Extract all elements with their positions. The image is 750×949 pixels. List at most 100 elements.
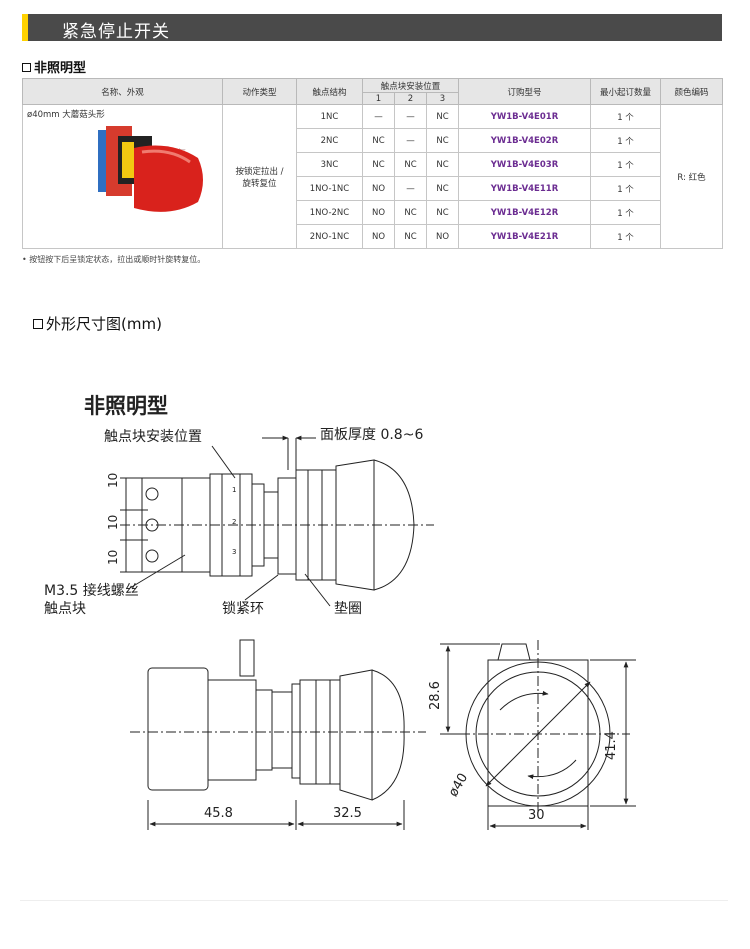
cell-qty: 1 个 <box>590 152 661 177</box>
cell-p1: NO <box>362 200 395 225</box>
dim-10-top: 10 <box>106 472 120 488</box>
cell-p1: NC <box>362 128 395 153</box>
action-cell: 按锁定拉出 / 旋转复位 <box>222 104 297 249</box>
header-accent <box>22 14 28 41</box>
stem <box>263 491 279 559</box>
table-row: 1NO-1NC NO — NC YW1B-V4E11R 1 个 <box>23 176 723 201</box>
cell-contact: 2NC <box>296 128 363 153</box>
cell-model: YW1B-V4E03R <box>458 152 591 177</box>
adapter-2 <box>255 689 273 771</box>
mushroom-dome-2 <box>371 669 405 801</box>
cell-model: YW1B-V4E21R <box>458 224 591 249</box>
cell-contact: 3NC <box>296 152 363 177</box>
rotation-arrow-1 <box>499 690 549 711</box>
slot-number-1: 1 <box>232 486 237 494</box>
cell-p3: NC <box>426 128 459 153</box>
slot-number-2: 2 <box>232 518 237 526</box>
cell-p3: NC <box>426 104 459 129</box>
cell-qty: 1 个 <box>590 104 661 129</box>
screw-1 <box>145 487 159 501</box>
label-screw: M3.5 接线螺丝 <box>44 583 139 599</box>
action-line-1: 按锁定拉出 / <box>235 166 284 177</box>
section-title-text: 外形尺寸图(mm) <box>46 315 162 333</box>
col-header-color: 颜色编码 <box>660 78 723 105</box>
dim-41-4: 41.4 <box>604 731 619 760</box>
cell-p3: NC <box>426 152 459 177</box>
label-contact-block: 触点块 <box>44 601 86 617</box>
col-header-name: 名称、外观 <box>22 78 223 105</box>
dim-line-40 <box>485 681 591 787</box>
name-cell-text: ø40mm 大蘑菇头形 <box>27 110 105 120</box>
block-side-2 <box>147 667 209 791</box>
cell-p2: — <box>394 128 427 153</box>
col-header-action: 动作类型 <box>222 78 297 105</box>
cell-contact: 2NO-1NC <box>296 224 363 249</box>
col-header-pos2: 2 <box>394 92 427 105</box>
cell-model: YW1B-V4E12R <box>458 200 591 225</box>
table-row: 2NO-1NC NO NC NO YW1B-V4E21R 1 个 <box>23 224 723 249</box>
table-note: • 按钮按下后呈锁定状态，拉出或顺时针旋转复位。 <box>22 255 206 264</box>
section-title-dimensions: 外形尺寸图(mm) <box>33 313 162 334</box>
cell-qty: 1 个 <box>590 128 661 153</box>
cell-p2: — <box>394 176 427 201</box>
col-header-pos3: 3 <box>426 92 459 105</box>
col-header-contact: 触点结构 <box>296 78 363 105</box>
mushroom-highlight <box>141 149 191 164</box>
action-line-2: 旋转复位 <box>242 178 277 189</box>
cell-model: YW1B-V4E11R <box>458 176 591 201</box>
cell-contact: 1NO-2NC <box>296 200 363 225</box>
page-divider <box>20 900 728 901</box>
cell-p1: — <box>362 104 395 129</box>
spec-table: 名称、外观 动作类型 触点结构 触点块安装位置 订购型号 最小起订数量 颜色编码… <box>22 78 723 249</box>
front-tab <box>497 643 531 661</box>
dim-10-mid: 10 <box>106 514 120 530</box>
drawing-title: 非照明型 <box>84 394 168 418</box>
leader-ring <box>244 574 279 601</box>
mushroom-side-2 <box>339 669 373 801</box>
screw-2 <box>145 518 159 532</box>
rotation-arrow-2 <box>527 759 577 780</box>
label-locking-ring: 锁紧环 <box>222 601 264 617</box>
leader-contact-pos <box>211 445 236 479</box>
col-header-position: 触点块安装位置 <box>362 78 459 93</box>
slot-number-3: 3 <box>232 548 237 556</box>
block-frame <box>209 473 253 577</box>
checkbox-square-icon <box>33 319 43 329</box>
cell-p1: NO <box>362 176 395 201</box>
table-row: 1NO-2NC NO NC NC YW1B-V4E12R 1 个 <box>23 200 723 225</box>
yellow-collar <box>122 142 134 178</box>
dim-28-6: 28.6 <box>428 681 443 710</box>
cell-contact: 1NC <box>296 104 363 129</box>
cell-p2: NC <box>394 224 427 249</box>
bezel-2 <box>299 679 341 785</box>
block-side-2b <box>207 679 257 781</box>
mushroom-head <box>134 145 203 212</box>
color-cell: R: 红色 <box>660 104 723 249</box>
cell-p3: NC <box>426 200 459 225</box>
cell-p2: NC <box>394 152 427 177</box>
product-photo: 奈格电气 <box>98 126 203 212</box>
ring-2 <box>291 683 301 779</box>
cell-model: YW1B-V4E02R <box>458 128 591 153</box>
adapter <box>251 483 265 567</box>
col-header-min-qty: 最小起订数量 <box>590 78 661 105</box>
label-panel-thickness: 面板厚度 0.8~6 <box>320 427 424 443</box>
label-contact-position: 触点块安装位置 <box>104 429 202 445</box>
cell-p3: NO <box>426 224 459 249</box>
contact-block-outline <box>141 477 183 573</box>
block-mid <box>181 477 211 573</box>
front-head-outer <box>465 661 611 807</box>
dim-30: 30 <box>528 808 545 823</box>
cell-qty: 1 个 <box>590 224 661 249</box>
cell-p1: NC <box>362 152 395 177</box>
dim-10-bottom: 10 <box>106 549 120 565</box>
bezel <box>295 469 337 581</box>
terminal-tab <box>239 639 255 677</box>
front-housing <box>487 659 589 807</box>
cell-qty: 1 个 <box>590 200 661 225</box>
cell-model: YW1B-V4E01R <box>458 104 591 129</box>
dim-45-8: 45.8 <box>204 806 233 821</box>
screw-3 <box>145 549 159 563</box>
dim-32-5: 32.5 <box>333 806 362 821</box>
mushroom-side <box>335 459 375 591</box>
